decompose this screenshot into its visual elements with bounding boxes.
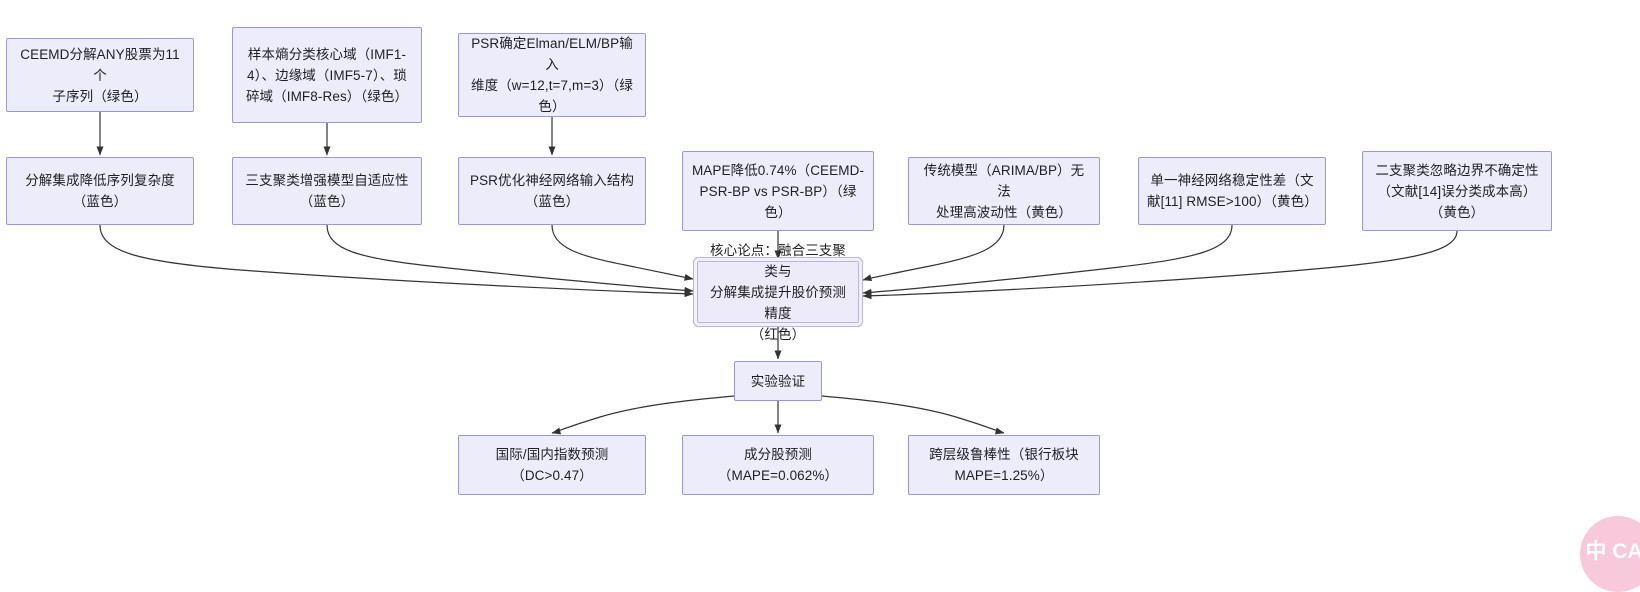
node-label: MAPE降低0.74%（CEEMD- PSR-BP vs PSR-BP）（绿 色… [691, 162, 865, 220]
watermark-badge: 中 CA [1580, 516, 1640, 592]
node-three-way-clustering-adaptivity[interactable]: 三支聚类增强模型自适应性 （蓝色） [232, 157, 422, 225]
node-psr-input-dimension[interactable]: PSR确定Elman/ELM/BP输入 维度（w=12,t=7,m=3）（绿 色… [458, 33, 646, 117]
node-result-constituent-stock-forecast[interactable]: 成分股预测 （MAPE=0.062%） [682, 435, 874, 495]
node-label: 跨层级鲁棒性（银行板块 MAPE=1.25%） [929, 447, 1079, 483]
node-label: 核心论点：融合三支聚类与 分解集成提升股价预测精度 （红色） [710, 242, 846, 342]
edge-n10-core [862, 230, 1458, 300]
edge-n8-core [862, 224, 1005, 282]
node-label: 传统模型（ARIMA/BP）无法 处理高波动性（黄色） [923, 162, 1085, 220]
diagram-canvas: CEEMD分解ANY股票为11个 子序列（绿色） 样本熵分类核心域（IMF1- … [6, 27, 1640, 592]
edge-exp-r1 [551, 395, 735, 435]
node-ceemd-decomposition[interactable]: CEEMD分解ANY股票为11个 子序列（绿色） [6, 38, 194, 112]
node-result-cross-level-robustness[interactable]: 跨层级鲁棒性（银行板块 MAPE=1.25%） [908, 435, 1100, 495]
node-label: 三支聚类增强模型自适应性 （蓝色） [245, 173, 409, 209]
watermark-text: 中 CA [1585, 540, 1640, 563]
node-label: 单一神经网络稳定性差（文 献[11] RMSE>100）（黄色） [1147, 173, 1318, 209]
node-sample-entropy-classification[interactable]: 样本熵分类核心域（IMF1- 4）、边缘域（IMF5-7）、琐 碎域（IMF8-… [232, 27, 422, 123]
node-label: 国际/国内指数预测 （DC>0.47） [495, 447, 609, 483]
node-result-index-forecast[interactable]: 国际/国内指数预测 （DC>0.47） [458, 435, 646, 495]
node-mape-improvement[interactable]: MAPE降低0.74%（CEEMD- PSR-BP vs PSR-BP）（绿 色… [682, 151, 874, 231]
node-single-network-instability[interactable]: 单一神经网络稳定性差（文 献[11] RMSE>100）（黄色） [1138, 157, 1326, 225]
node-label: 二支聚类忽略边界不确定性 （文献[14]误分类成本高） （黄色） [1375, 162, 1539, 220]
edge-exp-r3 [821, 395, 1005, 435]
edge-n4-core [99, 224, 694, 298]
node-decomposition-reduces-complexity[interactable]: 分解集成降低序列复杂度 （蓝色） [6, 157, 194, 225]
node-core-claim[interactable]: 核心论点：融合三支聚类与 分解集成提升股价预测精度 （红色） [697, 243, 859, 342]
node-label: CEEMD分解ANY股票为11个 子序列（绿色） [20, 46, 180, 104]
node-label: 样本熵分类核心域（IMF1- 4）、边缘域（IMF5-7）、琐 碎域（IMF8-… [245, 46, 409, 104]
edge-n6-core [551, 224, 694, 281]
edge-n5-core [326, 224, 694, 294]
node-traditional-model-limitation[interactable]: 传统模型（ARIMA/BP）无法 处理高波动性（黄色） [908, 157, 1100, 225]
edge-n9-core [862, 224, 1233, 296]
node-label: 分解集成降低序列复杂度 （蓝色） [25, 173, 175, 209]
node-psr-optimizes-network-input[interactable]: PSR优化神经网络输入结构 （蓝色） [458, 157, 646, 225]
node-label: 实验验证 [750, 373, 806, 389]
node-label: PSR确定Elman/ELM/BP输入 维度（w=12,t=7,m=3）（绿 色… [471, 36, 633, 114]
node-label: PSR优化神经网络输入结构 （蓝色） [469, 173, 635, 209]
node-two-way-clustering-boundary[interactable]: 二支聚类忽略边界不确定性 （文献[14]误分类成本高） （黄色） [1362, 151, 1552, 231]
node-label: 成分股预测 （MAPE=0.062%） [717, 447, 839, 483]
node-experimental-validation[interactable]: 实验验证 [734, 361, 822, 401]
